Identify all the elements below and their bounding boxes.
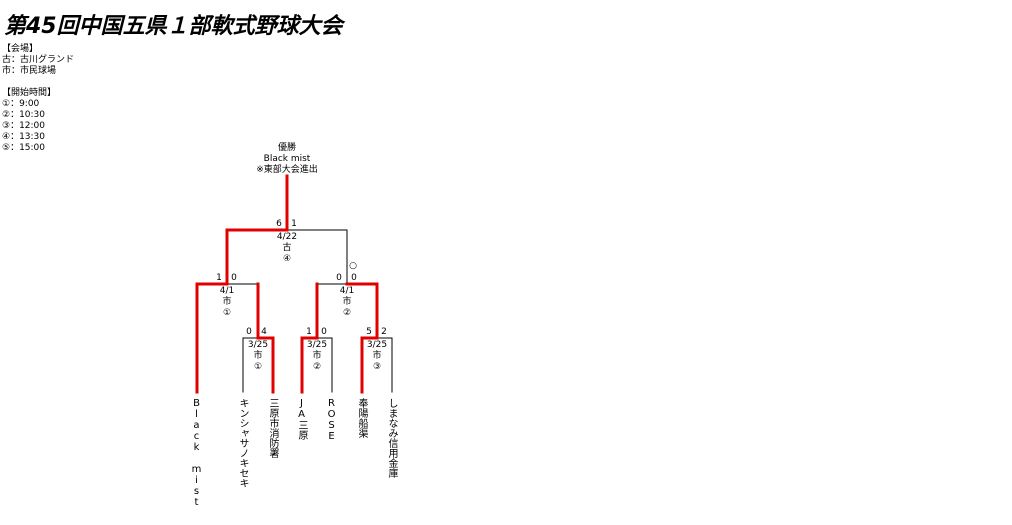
match-venue: 市	[312, 351, 322, 361]
match-venue: 市	[342, 297, 352, 307]
score-left: 5	[366, 327, 372, 337]
score-right: 1	[291, 219, 297, 229]
match-slot: ③	[372, 362, 382, 372]
match-date: 3/25	[366, 340, 388, 350]
times-heading: 【開始時間】	[2, 88, 57, 98]
match-venue: 古	[282, 243, 292, 253]
match-date: 4/22	[276, 232, 298, 242]
match-slot: ②	[312, 362, 322, 372]
match-date: 4/1	[339, 286, 355, 296]
match-venue: 市	[372, 351, 382, 361]
champion-label: 優勝	[277, 143, 296, 153]
score-right: 0	[321, 327, 327, 337]
champion-team: Black mist	[263, 154, 311, 164]
match-slot: ①	[222, 308, 232, 318]
venue-item: 市：市民球場	[2, 66, 57, 76]
match-date: 4/1	[219, 286, 235, 296]
time-item: ④：13:30	[2, 132, 46, 142]
score-right: 0	[351, 273, 357, 283]
match-slot: ④	[282, 254, 292, 264]
score-left: 1	[216, 273, 222, 283]
score-left: 1	[306, 327, 312, 337]
team-name: JA三原	[296, 398, 307, 440]
venue-heading: 【会場】	[2, 44, 39, 54]
score-left: 6	[276, 219, 282, 229]
score-left: 0	[246, 327, 252, 337]
time-item: ③：12:00	[2, 121, 46, 131]
match-date: 3/25	[247, 340, 269, 350]
venue-item: 古：古川グランド	[2, 55, 75, 65]
score-right: 0	[231, 273, 237, 283]
team-name: ROSE	[326, 398, 337, 442]
time-item: ⑤：15:00	[2, 143, 46, 153]
champion-note: ※東部大会進出	[256, 165, 318, 175]
match-slot: ①	[253, 362, 263, 372]
match-venue: 市	[253, 351, 263, 361]
team-name: 奉陽船渠	[356, 398, 367, 438]
score-left: 0	[336, 273, 342, 283]
advance-mark: ○	[349, 261, 357, 271]
team-name: 三原市消防署	[267, 398, 278, 458]
match-date: 3/25	[306, 340, 328, 350]
time-item: ①：9:00	[2, 99, 40, 109]
page-title: 第45回中国五県１部軟式野球大会	[4, 14, 343, 39]
team-name: キンシャサノキセキ	[237, 398, 248, 488]
score-right: 4	[261, 327, 267, 337]
match-slot: ②	[342, 308, 352, 318]
match-venue: 市	[222, 297, 232, 307]
team-name: しまなみ信用金庫	[386, 398, 397, 478]
team-name: Black mist	[191, 398, 202, 508]
time-item: ②：10:30	[2, 110, 46, 120]
score-right: 2	[381, 327, 387, 337]
